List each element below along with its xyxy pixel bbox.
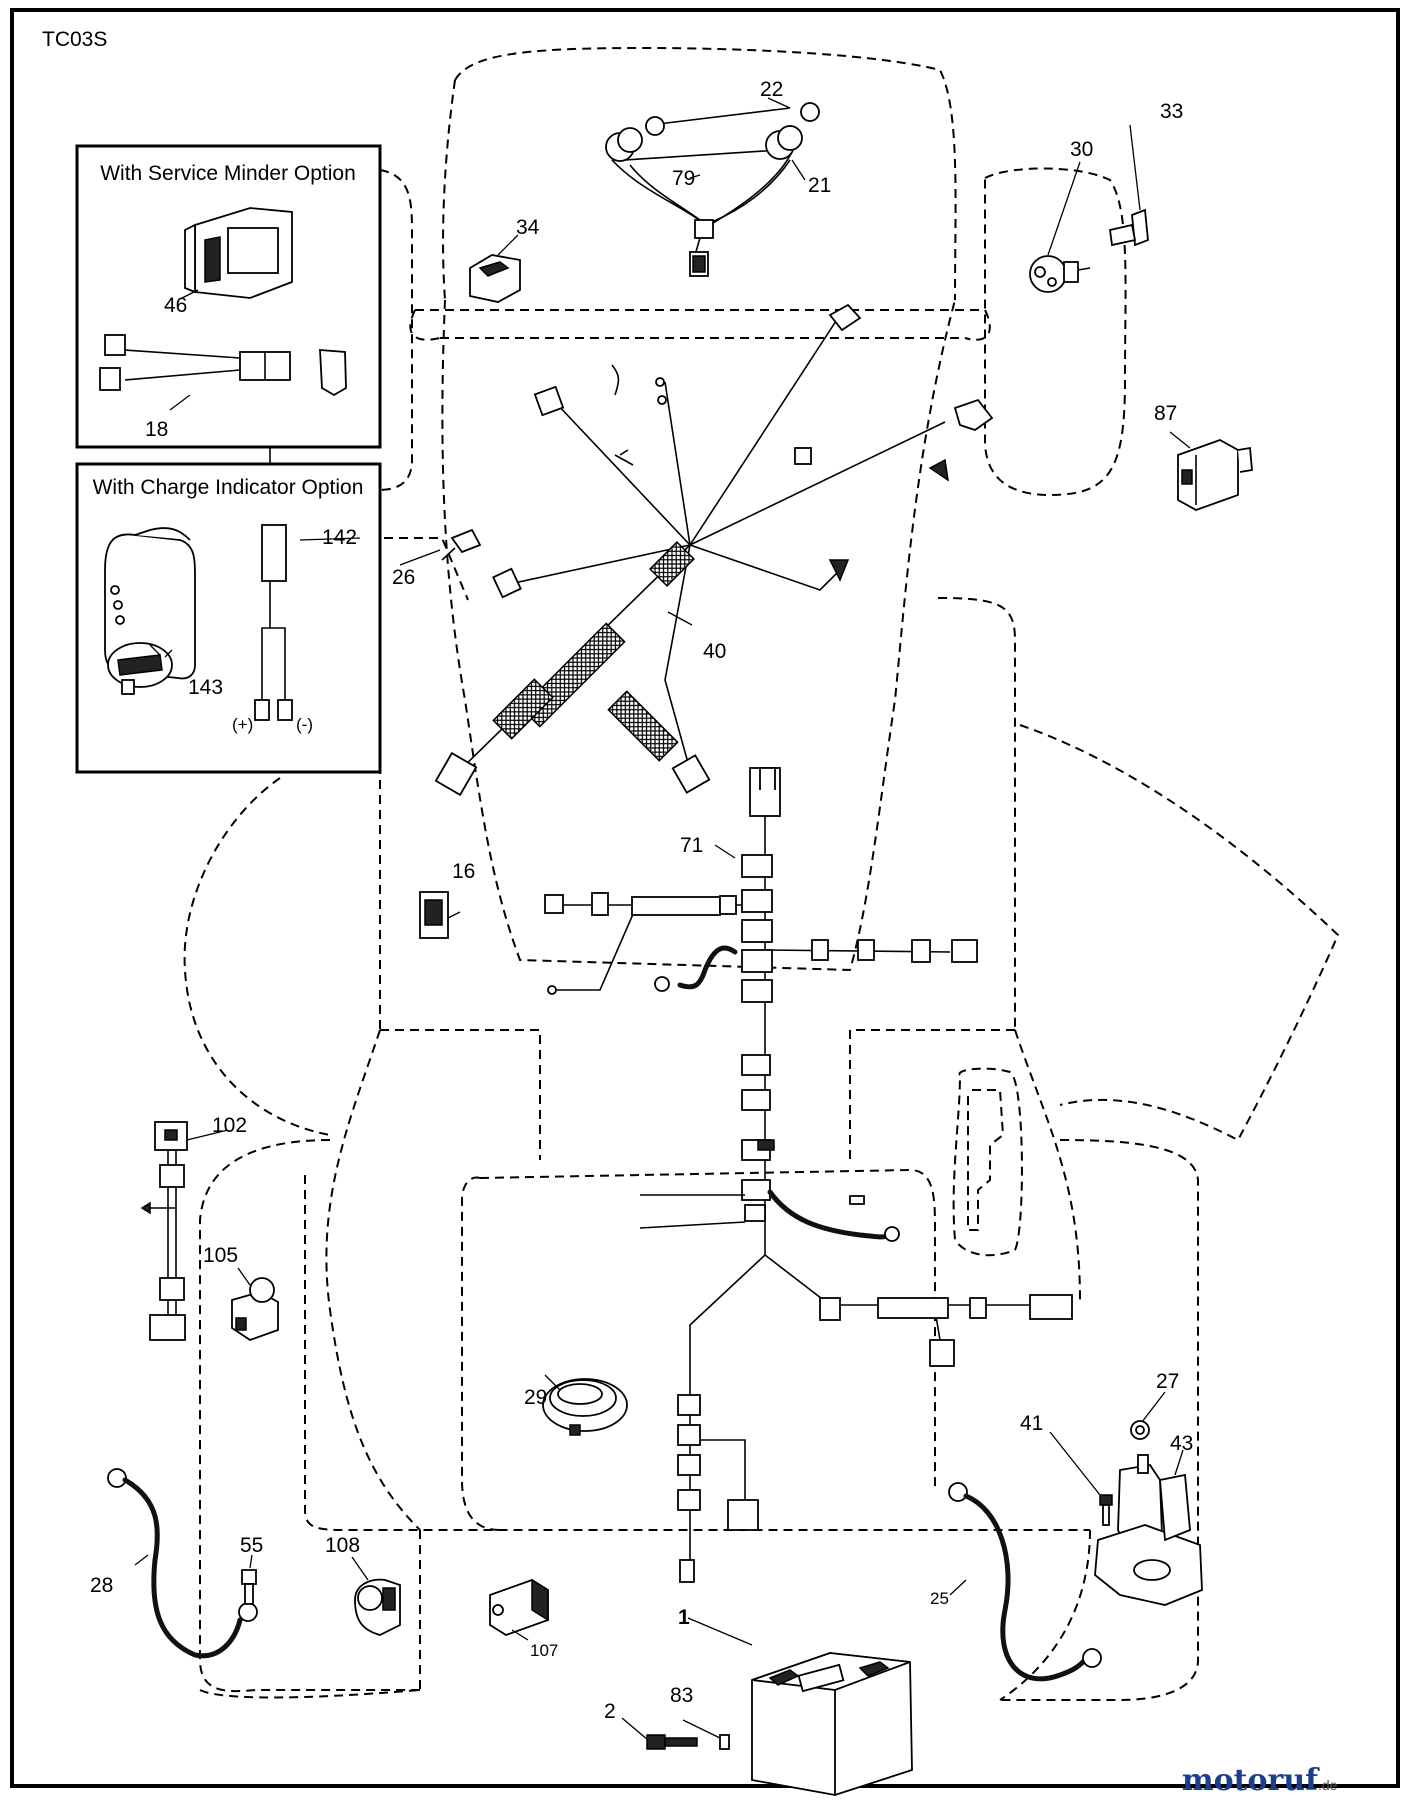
charge-indicator-gauge	[104, 527, 196, 695]
harness-102	[140, 1121, 188, 1341]
service-minder-harness	[99, 334, 347, 397]
bolt-41	[1099, 1494, 1113, 1526]
callout-labels: 22 79 21 34 30 33 87 46 18 142 26 143 40…	[90, 78, 1193, 1723]
callout-2: 2	[604, 1700, 616, 1723]
callout-108: 108	[325, 1534, 360, 1557]
connector-16	[419, 891, 449, 939]
callout-16: 16	[452, 860, 475, 883]
callout-87: 87	[1154, 402, 1177, 425]
charge-indicator-title: With Charge Indicator Option	[93, 476, 364, 499]
ignition-key	[1108, 208, 1149, 247]
callout-102: 102	[212, 1114, 247, 1137]
relay-87	[1177, 439, 1253, 511]
watermark-suffix: .de	[1318, 1777, 1338, 1793]
callout-83: 83	[670, 1684, 693, 1707]
callout-55: 55	[240, 1534, 263, 1557]
polarity-minus-label: (-)	[296, 715, 313, 734]
battery-1	[751, 1652, 913, 1796]
shift-gate	[952, 1067, 1023, 1257]
callout-22: 22	[760, 78, 783, 101]
charge-indicator-harness	[254, 524, 293, 721]
callout-40: 40	[703, 640, 726, 663]
callout-26: 26	[392, 566, 415, 589]
lower-harness	[639, 1189, 1073, 1583]
charge-indicator-box: With Charge Indicator Option (+) (-)	[75, 462, 382, 774]
callout-142: 142	[322, 526, 357, 549]
dash-harness	[544, 767, 978, 1201]
switch-34	[469, 254, 521, 303]
callout-27: 27	[1156, 1370, 1179, 1393]
callout-34: 34	[516, 216, 540, 239]
callout-1: 1	[678, 1606, 690, 1629]
service-minder-module	[184, 207, 293, 299]
callout-29: 29	[524, 1386, 547, 1409]
grommet-29	[542, 1378, 628, 1436]
callout-41: 41	[1020, 1412, 1043, 1435]
battery-cable-25	[948, 1482, 1102, 1682]
callout-105: 105	[203, 1244, 238, 1267]
fuse-26	[441, 528, 482, 561]
starter-solenoid-43	[1094, 1420, 1203, 1606]
callout-43: 43	[1170, 1432, 1193, 1455]
service-minder-title: With Service Minder Option	[100, 162, 356, 185]
diagram-code: TC03S	[42, 28, 107, 51]
callout-46: 46	[164, 294, 187, 317]
watermark-logo: motoruf	[1182, 1763, 1320, 1798]
battery-cable-28	[107, 1468, 258, 1659]
solenoid-105	[231, 1277, 279, 1341]
callout-25: 25	[930, 1589, 949, 1608]
callout-79: 79	[672, 167, 695, 190]
callout-143: 143	[188, 676, 223, 699]
bolt-55	[241, 1569, 257, 1605]
callout-33: 33	[1160, 100, 1183, 123]
nut-83	[719, 1734, 730, 1750]
service-minder-box: With Service Minder Option	[75, 144, 382, 449]
callout-18: 18	[145, 418, 168, 441]
headlight-harness	[605, 102, 820, 277]
leader-lines	[134, 97, 1191, 1741]
bolt-2	[646, 1734, 698, 1750]
callout-30: 30	[1070, 138, 1093, 161]
callout-71: 71	[680, 834, 703, 857]
polarity-plus-label: (+)	[232, 715, 253, 734]
callout-28: 28	[90, 1574, 113, 1597]
part-108	[354, 1578, 401, 1636]
watermark: motoruf .de	[1182, 1763, 1338, 1798]
tractor-outline	[183, 46, 1340, 1701]
ignition-switch	[1029, 255, 1091, 293]
main-harness	[434, 303, 994, 797]
part-107	[489, 1578, 549, 1636]
callout-107: 107	[530, 1641, 558, 1660]
callout-21: 21	[808, 174, 831, 197]
